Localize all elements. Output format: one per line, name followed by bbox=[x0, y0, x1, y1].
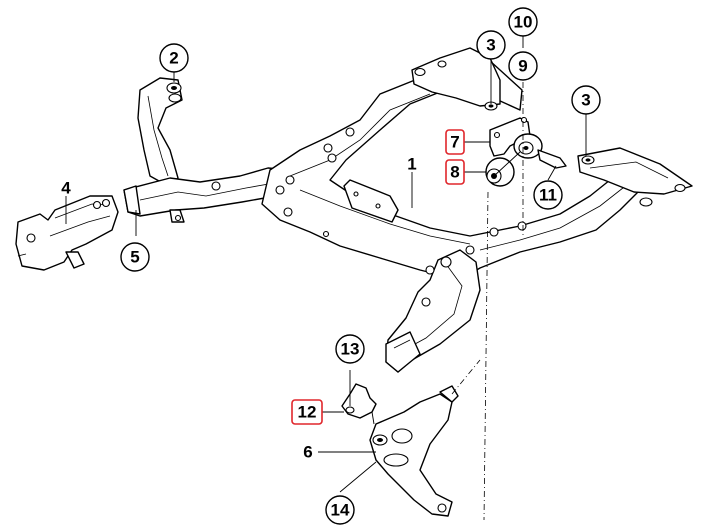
callout-8-highlighted: 8 bbox=[445, 159, 465, 185]
leader-lines bbox=[65, 36, 587, 521]
callout-3-right: 3 bbox=[571, 85, 601, 115]
svg-text:14: 14 bbox=[331, 501, 350, 520]
axle-carrier-frame bbox=[123, 47, 693, 373]
svg-text:3: 3 bbox=[581, 91, 590, 110]
callout-1: 1 bbox=[407, 155, 416, 174]
callout-12-highlighted: 12 bbox=[291, 399, 323, 425]
bracket-bushing-assembly bbox=[485, 116, 567, 187]
svg-text:6: 6 bbox=[303, 443, 312, 462]
callout-3-left: 3 bbox=[476, 30, 506, 60]
svg-text:3: 3 bbox=[486, 36, 495, 55]
svg-text:5: 5 bbox=[130, 248, 139, 267]
callout-13: 13 bbox=[335, 334, 365, 364]
callout-9: 9 bbox=[508, 51, 538, 81]
svg-text:12: 12 bbox=[298, 403, 317, 422]
callout-7-highlighted: 7 bbox=[445, 129, 465, 155]
control-arm-part bbox=[341, 383, 459, 517]
svg-text:11: 11 bbox=[539, 186, 557, 205]
callout-14: 14 bbox=[325, 495, 355, 525]
callout-5: 5 bbox=[120, 242, 150, 272]
callout-2: 2 bbox=[159, 43, 189, 73]
svg-text:2: 2 bbox=[169, 49, 178, 68]
svg-text:8: 8 bbox=[450, 163, 459, 182]
callout-4: 4 bbox=[61, 179, 71, 198]
svg-text:1: 1 bbox=[407, 155, 416, 174]
svg-text:9: 9 bbox=[518, 57, 527, 76]
svg-text:4: 4 bbox=[61, 179, 71, 198]
side-bracket-part bbox=[15, 195, 119, 271]
callout-11: 11 bbox=[533, 180, 563, 210]
callout-10: 10 bbox=[508, 7, 538, 37]
svg-text:10: 10 bbox=[514, 13, 533, 32]
callout-6: 6 bbox=[303, 443, 312, 462]
svg-text:13: 13 bbox=[341, 340, 360, 359]
svg-text:7: 7 bbox=[450, 133, 459, 152]
